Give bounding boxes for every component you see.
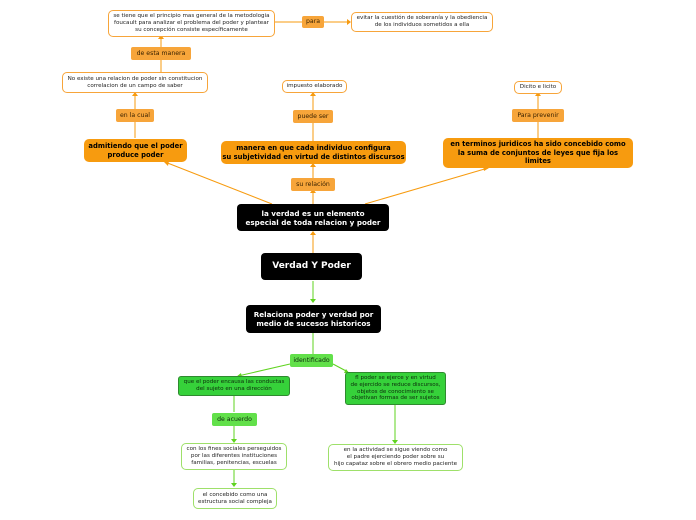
arrow-verdad [310,231,316,235]
edge-identificado-to-encausa [237,363,291,377]
para-prevenir-label[interactable]: Para prevenir [512,109,564,122]
encausa-node[interactable]: que el poder encausa las conductas del s… [178,376,290,396]
manera-individuo-node[interactable]: manera en que cada individuo configura s… [221,141,406,164]
arrow-estructura [231,483,237,487]
estructura-social-node[interactable]: el concebido como una estructura social … [193,488,277,509]
edge-verdad-to-terminos [364,167,489,205]
evitar-soberania-node[interactable]: evitar la cuestión de soberanía y la obe… [351,12,493,32]
dicito-licito-node[interactable]: Dicito e licito [514,81,562,94]
arrow-admitiendo [163,161,169,166]
central-topic[interactable]: Verdad Y Poder [261,253,362,280]
en-la-cual-label[interactable]: en la cual [116,109,154,122]
arrow-relacion [310,189,316,193]
arrow-manera [310,163,316,167]
arrow-impuesto [310,92,316,96]
terminos-juridicos-node[interactable]: en terminos juridicos ha sido concebido … [443,138,633,168]
arrow-relaciona [310,299,316,303]
actividad-node[interactable]: en la actividad se sigue viendo como el … [328,444,463,471]
de-esta-manera-label[interactable]: de esta manera [131,47,191,60]
arrow-principio [158,35,164,39]
identificado-label[interactable]: identificado [290,354,333,367]
edge-verdad-to-admitiendo [164,161,273,205]
arrow-evitar [347,19,351,25]
poder-ejerce-node[interactable]: fl poder se ejerce y en virtud de ejerci… [345,372,446,405]
puede-ser-label[interactable]: puede ser [293,110,333,123]
arrow-fines [231,439,237,443]
relaciona-node[interactable]: Relaciona poder y verdad por medio de su… [246,305,381,333]
arrow-noexiste [132,92,138,96]
arrow-actividad [392,440,398,444]
verdad-elemento-node[interactable]: la verdad es un elemento especial de tod… [237,204,389,231]
para-label[interactable]: para [302,16,324,28]
su-relacion-label[interactable]: su relación [291,178,335,191]
de-acuerdo-label[interactable]: de acuerdo [212,413,257,426]
impuesto-node[interactable]: impuesto elaborado [282,80,347,93]
principio-metodologia-node[interactable]: se tiene que el principio mas general de… [108,10,275,37]
no-existe-node[interactable]: No existe una relacion de poder sin cons… [62,72,208,93]
admitiendo-node[interactable]: admitiendo que el poder produce poder [84,139,187,162]
arrow-dicito [535,92,541,96]
fines-sociales-node[interactable]: con los fines sociales perseguidos por l… [181,443,287,470]
